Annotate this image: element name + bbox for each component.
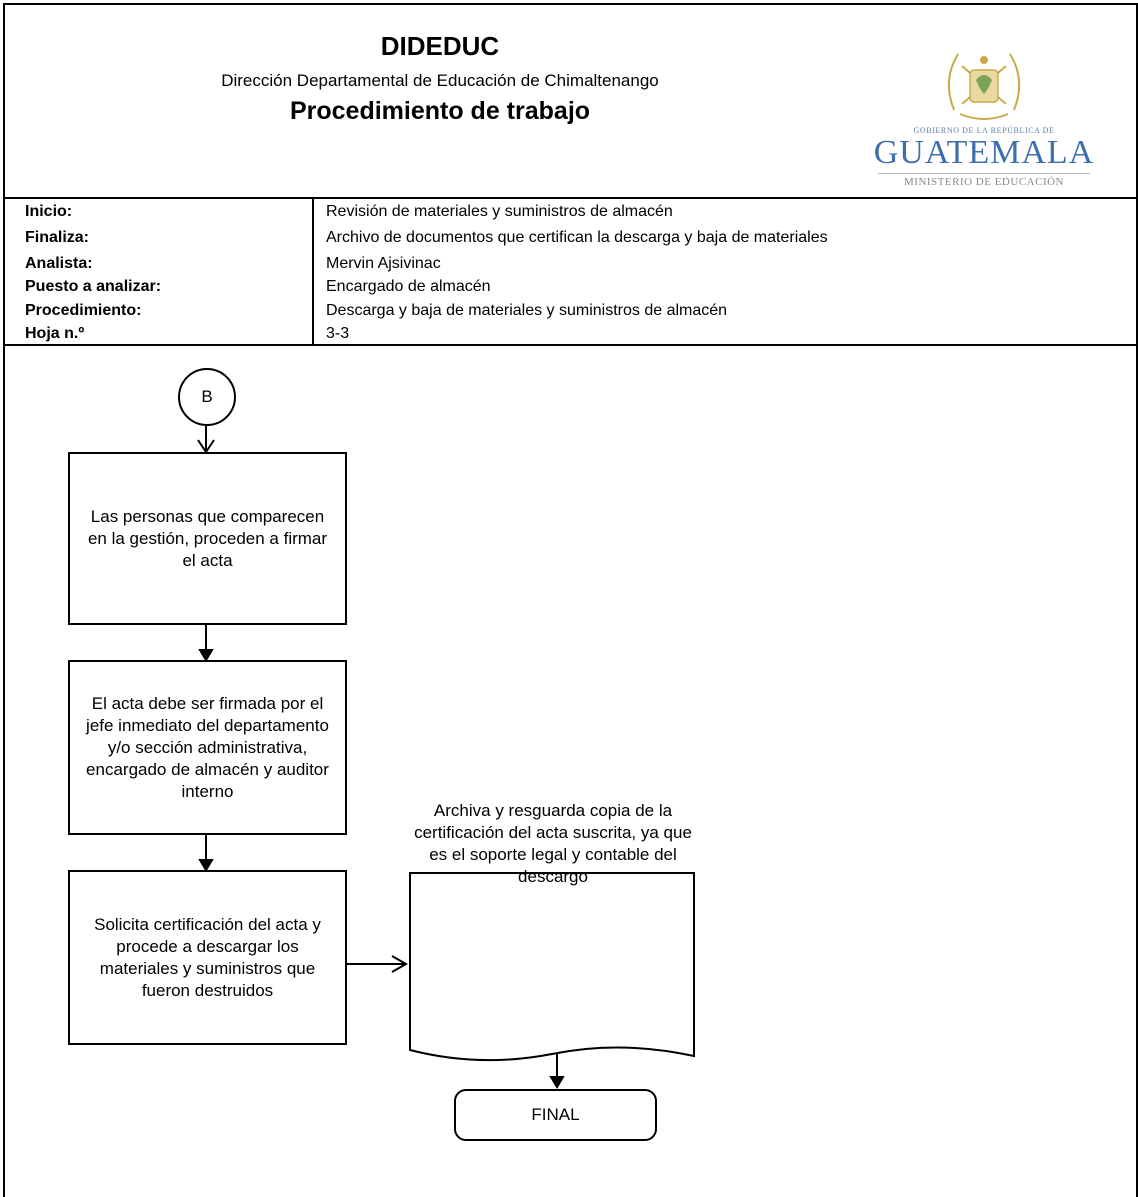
info-label-hoja: Hoja n.º [25,325,85,342]
process-step-3-text: Solicita certificación del acta y proced… [94,914,321,1000]
terminator-final: FINAL [454,1089,657,1141]
logo-gobierno-text: GOBIERNO DE LA REPÚBLICA DE [913,126,1055,135]
info-column-divider [312,197,314,345]
process-step-2: El acta debe ser firmada por el jefe inm… [68,660,347,835]
arrowhead-final [549,1076,565,1089]
arrowhead-step3 [198,859,214,872]
info-label-puesto: Puesto a analizar: [25,278,162,295]
page-title: Procedimiento de trabajo [289,97,591,125]
info-label-inicio: Inicio: [25,203,73,220]
info-value-analista: Mervin Ajsivinac [326,255,441,272]
process-step-1: Las personas que comparecen en la gestió… [68,452,347,625]
page-frame [3,3,1138,1197]
info-label-finaliza: Finaliza: [25,229,90,246]
info-label-procedimiento: Procedimiento: [25,302,142,319]
guatemala-logo: GOBIERNO DE LA REPÚBLICA DE GUATEMALA MI… [872,40,1096,188]
process-step-3: Solicita certificación del acta y proced… [68,870,347,1045]
org-subtitle: Dirección Departamental de Educación de … [221,71,659,90]
arrowhead-document [391,955,409,973]
info-divider [3,344,1138,346]
logo-country-text: GUATEMALA [873,134,1095,171]
info-value-puesto: Encargado de almacén [326,278,491,295]
arrowhead-step2 [198,649,214,662]
connector-b: B [178,368,236,426]
header-divider [3,197,1138,199]
logo-ministry-text: MINISTERIO DE EDUCACIÓN [878,173,1090,188]
info-value-finaliza: Archivo de documentos que certifican la … [326,229,828,246]
org-name: DIDEDUC [380,31,500,61]
coat-of-arms-icon [947,53,1021,120]
document-step-text: Archiva y resguarda copia de la certific… [414,801,692,886]
process-step-1-text: Las personas que comparecen en la gestió… [87,506,328,570]
document-shape [409,872,695,1062]
process-step-2-text: El acta debe ser firmada por el jefe inm… [86,693,329,801]
info-value-hoja: 3-3 [326,325,350,342]
info-value-procedimiento: Descarga y baja de materiales y suminist… [326,302,728,319]
info-label-analista: Analista: [25,255,93,272]
info-value-inicio: Revisión de materiales y suministros de … [326,203,673,220]
